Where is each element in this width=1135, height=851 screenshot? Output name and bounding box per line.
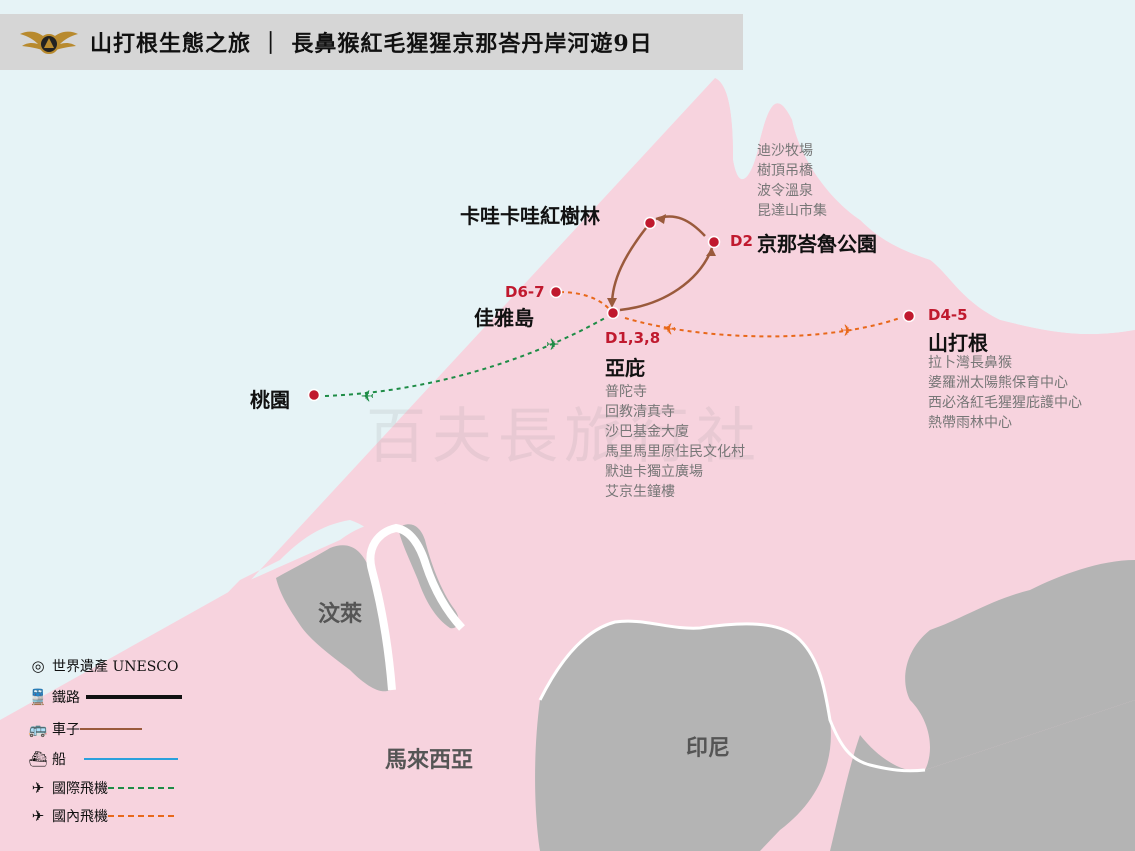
legend-domestic-flight: ✈ 國內飛機 — [28, 805, 174, 827]
bus-icon: 🚌 — [28, 720, 48, 738]
sights-sandakan: 拉卜灣長鼻猴 婆羅洲太陽熊保育中心 西必洛紅毛猩猩庇護中心 熱帶雨林中心 — [928, 353, 1082, 433]
day-gaya: D6-7 — [505, 283, 545, 301]
country-indonesia: 印尼 — [686, 735, 731, 761]
country-malaysia: 馬來西亞 — [385, 747, 474, 773]
place-kinabalu: 京那峇魯公園 — [757, 232, 877, 256]
plane-icon: ✈ — [31, 807, 45, 825]
place-sandakan: 山打根 — [928, 331, 988, 355]
legend-train: 🚆 鐵路 — [28, 686, 182, 708]
country-brunei: 汶萊 — [318, 601, 363, 627]
legend-label: 船 — [52, 752, 66, 768]
ship-line — [84, 758, 178, 760]
international-flight-route — [324, 317, 606, 397]
sight-item: 西必洛紅毛猩猩庇護中心 — [928, 395, 1082, 411]
legend-unesco: ◎ 世界遺產 UNESCO — [28, 655, 179, 677]
sight-item: 默迪卡獨立廣場 — [605, 464, 703, 480]
car-route-klias-kk — [610, 227, 647, 306]
plane-icon: ✈ — [546, 335, 559, 354]
legend-bus: 🚌 車子 — [28, 718, 142, 740]
legend-intl-flight: ✈ 國際飛機 — [28, 777, 174, 799]
car-arrow — [656, 214, 666, 224]
day-kinabalu: D2 — [730, 232, 753, 250]
bus-line — [80, 728, 142, 730]
marker-klias[interactable] — [643, 216, 657, 230]
marker-kk[interactable] — [606, 306, 620, 320]
unesco-icon: ◎ — [31, 657, 45, 675]
sight-item: 馬里馬里原住民文化村 — [605, 444, 745, 460]
intl-flight-line — [108, 787, 174, 789]
sight-item: 昆達山市集 — [757, 203, 827, 219]
place-gaya: 佳雅島 — [474, 306, 534, 330]
page-title: 山打根生態之旅 ｜ 長鼻猴紅毛猩猩京那峇丹岸河遊9日 — [90, 31, 653, 57]
plane-icon: ✈ — [663, 319, 676, 338]
legend-label: 國內飛機 — [52, 809, 108, 825]
sight-item: 回教清真寺 — [605, 404, 675, 420]
train-line — [86, 695, 182, 699]
domestic-flight-kk-sandakan — [624, 317, 901, 338]
sight-item: 熱帶雨林中心 — [928, 415, 1012, 431]
legend-label: 鐵路 — [52, 690, 80, 706]
marker-gaya[interactable] — [549, 285, 563, 299]
car-arrow — [706, 248, 716, 256]
place-klias: 卡哇卡哇紅樹林 — [460, 204, 600, 228]
car-route-kk-kinabalu — [619, 247, 714, 312]
train-icon: 🚆 — [28, 688, 48, 706]
legend-label: 車子 — [52, 722, 80, 738]
sight-item: 樹頂吊橋 — [757, 163, 813, 179]
plane-icon: ✈ — [31, 779, 45, 797]
sight-item: 拉卜灣長鼻猴 — [928, 355, 1012, 371]
title-bar: 山打根生態之旅 ｜ 長鼻猴紅毛猩猩京那峇丹岸河遊9日 — [0, 14, 743, 70]
marker-kinabalu[interactable] — [707, 235, 721, 249]
marker-taoyuan[interactable] — [307, 388, 321, 402]
watermark: 百夫長旅行社 — [366, 402, 762, 472]
sight-item: 波令溫泉 — [757, 183, 813, 199]
car-arrow — [607, 298, 617, 308]
plane-icon: ✈ — [840, 321, 853, 340]
marker-sandakan[interactable] — [902, 309, 916, 323]
legend-label: 世界遺產 UNESCO — [52, 659, 179, 675]
domestic-flight-kk-gaya — [559, 291, 611, 311]
legend-ship: ⛴ 船 — [28, 748, 178, 770]
indonesia-land — [535, 621, 831, 851]
sight-item: 迪沙牧場 — [757, 143, 813, 159]
ship-icon: ⛴ — [28, 750, 48, 768]
sights-kinabalu: 迪沙牧場 樹頂吊橋 波令溫泉 昆達山市集 — [757, 141, 827, 221]
sight-item: 婆羅洲太陽熊保育中心 — [928, 375, 1068, 391]
place-kk: 亞庇 — [605, 356, 645, 380]
sight-item: 艾京生鐘樓 — [605, 484, 675, 500]
day-sandakan: D4-5 — [928, 306, 968, 324]
border-line — [538, 619, 926, 773]
domestic-flight-line — [108, 815, 174, 817]
sight-item: 沙巴基金大廈 — [605, 424, 689, 440]
indonesia-east — [830, 700, 1135, 851]
sights-kk: 普陀寺 回教清真寺 沙巴基金大廈 馬里馬里原住民文化村 默迪卡獨立廣場 艾京生鐘… — [605, 382, 745, 502]
sight-item: 普陀寺 — [605, 384, 647, 400]
place-taoyuan: 桃園 — [250, 388, 290, 412]
winged-logo-icon — [20, 31, 78, 54]
legend-label: 國際飛機 — [52, 781, 108, 797]
brunei-land — [276, 545, 390, 692]
indonesia-north — [905, 560, 1135, 770]
sabah-land-main — [0, 78, 1135, 851]
brunei-river — [366, 523, 465, 691]
day-kk: D1,3,8 — [605, 329, 661, 347]
plane-icon: ✈ — [361, 386, 374, 405]
